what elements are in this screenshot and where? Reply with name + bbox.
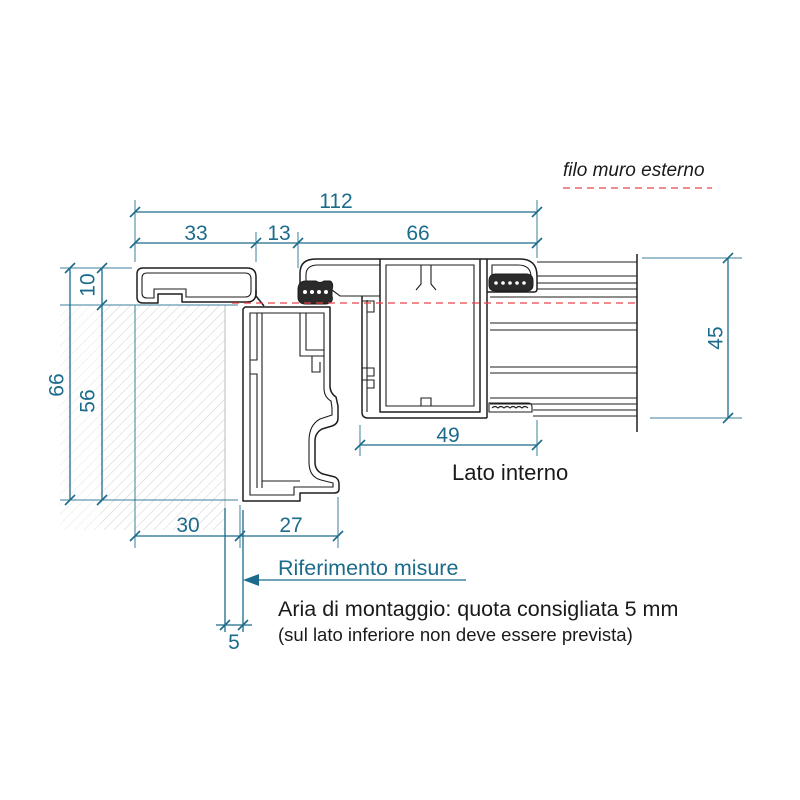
cover-inner	[141, 272, 252, 299]
dim-sash-width: 66	[406, 222, 429, 245]
bottom-dimensions: 30 27	[129, 305, 344, 548]
dim-frame-depth: 27	[279, 514, 302, 537]
reference-vertical-lines	[224, 508, 244, 632]
bottom-extension-lines	[134, 305, 339, 548]
sash-top-lip-inner	[305, 264, 380, 282]
right-dimensions: 45	[642, 252, 742, 424]
frame-chamber-walls	[250, 313, 300, 488]
top-extension-lines	[134, 200, 538, 268]
mounting-note: Aria di montaggio: quota consigliata 5 m…	[278, 597, 678, 621]
frame-outer	[242, 306, 340, 502]
dim-inner-width: 49	[436, 424, 459, 447]
dim-cover-height: 10	[77, 273, 100, 296]
gasket-dot	[494, 281, 498, 285]
dim-overall-width: 112	[319, 190, 352, 213]
frame-inner	[249, 312, 334, 496]
wall-hatch-main	[100, 305, 225, 530]
sash-outer-wall	[361, 296, 487, 419]
sash-top-lip	[299, 258, 487, 284]
sash-main-chamber-inner	[385, 264, 475, 407]
sash-main-chamber-outer	[379, 259, 481, 413]
inner-ticks	[354, 439, 543, 451]
legend: filo muro esterno	[563, 160, 712, 189]
gasket-dot	[310, 290, 314, 294]
reference-arrow-head	[243, 574, 259, 586]
wall-hatch-left	[60, 305, 100, 530]
frame-clip	[299, 313, 324, 373]
right-extension-lines	[642, 257, 742, 419]
glazing-gasket	[488, 273, 534, 292]
wall-section	[60, 305, 226, 530]
gasket-dot	[501, 281, 505, 285]
left-dimensions: 10 66 56	[46, 262, 238, 506]
gasket-dot	[317, 290, 321, 294]
left-ticks	[64, 262, 108, 506]
mounting-subnote: (sul lato inferiore non deve essere prev…	[278, 624, 633, 645]
glass-pane-lines	[490, 261, 637, 417]
right-ticks	[722, 252, 734, 424]
inner-width-dimension: 49	[354, 420, 543, 456]
left-extension-lines	[60, 267, 238, 501]
top-ticks	[129, 206, 543, 249]
dim-frame-height: 56	[77, 389, 100, 412]
cover-outer	[136, 267, 257, 304]
gasket-dot	[522, 281, 526, 285]
dim-mounting-gap: 5	[228, 631, 240, 654]
legend-label: filo muro esterno	[563, 160, 705, 181]
sash-clips	[362, 300, 375, 389]
frame-profile	[136, 254, 638, 502]
interior-side-label: Lato interno	[452, 460, 568, 485]
gasket-dot	[508, 281, 512, 285]
gasket-dot	[324, 290, 328, 294]
inner-extension-lines	[359, 420, 538, 456]
bottom-glazing-bead	[488, 402, 533, 413]
measurement-reference: Riferimento misure 5	[216, 508, 466, 654]
sash-chamber-prongs	[415, 265, 437, 406]
reference-label: Riferimento misure	[278, 556, 458, 580]
dim-cover-width: 33	[184, 222, 207, 245]
frame-gasket	[297, 280, 334, 305]
gasket-dot	[515, 281, 519, 285]
sash-lip-connector	[331, 289, 380, 297]
dim-wall-offset: 30	[176, 514, 199, 537]
top-dimensions: 112 33 13 66	[129, 190, 543, 268]
dim-glazing-height: 45	[705, 326, 728, 349]
frame-gasket-body	[297, 280, 334, 305]
gasket-dot	[303, 290, 307, 294]
dim-total-height: 66	[46, 373, 69, 396]
mounting-gap-ticks	[219, 619, 249, 631]
dim-offset-width: 13	[267, 222, 290, 245]
